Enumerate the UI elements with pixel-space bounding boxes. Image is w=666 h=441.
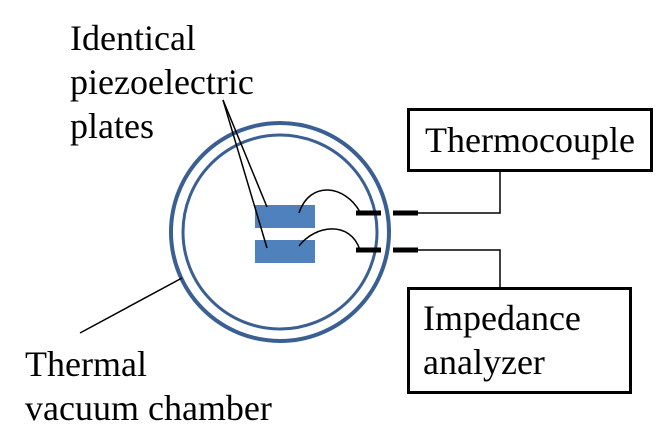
impedance-analyzer-box: Impedance analyzer: [407, 287, 632, 394]
chamber-label-line1: Thermal: [25, 344, 147, 384]
chamber-inner-ring: [181, 133, 379, 331]
impedance-label-line1: Impedance: [423, 298, 581, 338]
chamber-pointer-line: [79, 277, 183, 334]
thermocouple-wire: [418, 172, 501, 214]
piezo-plate-bottom: [255, 240, 315, 263]
wire-top: [298, 189, 361, 214]
plates-label-line2: piezoelectric: [70, 62, 254, 102]
thermocouple-box: Thermocouple: [407, 108, 653, 172]
wire-bottom: [298, 228, 361, 251]
impedance-wire: [418, 249, 501, 287]
plates-pointer-line-2: [222, 99, 268, 249]
plates-pointer-line-1: [222, 99, 268, 208]
chamber-outer-ring: [169, 121, 391, 343]
piezo-plate-top: [255, 205, 315, 228]
thermocouple-label: Thermocouple: [425, 120, 635, 160]
plates-label-line1: Identical: [70, 18, 196, 58]
plates-label-line3: plates: [70, 106, 154, 146]
chamber-label-line2: vacuum chamber: [25, 388, 272, 428]
impedance-label-line2: analyzer: [423, 342, 545, 382]
